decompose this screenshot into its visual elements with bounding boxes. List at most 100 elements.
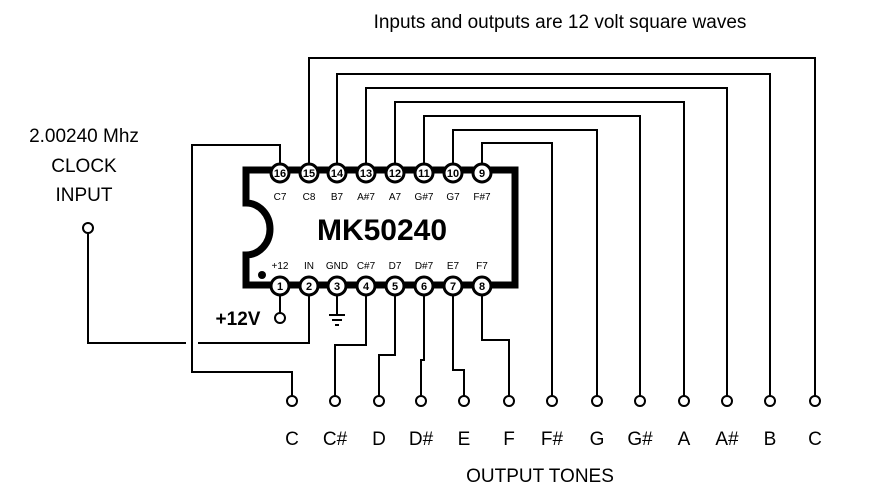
pin-label: GND <box>326 261 348 272</box>
pin-circle <box>471 162 493 184</box>
wire-c <box>191 144 293 396</box>
pin-label: D#7 <box>415 261 434 272</box>
pins: 16C715C814B713A#712A711G#710G79F#71+122I… <box>269 162 493 297</box>
pin-number: 8 <box>479 281 485 293</box>
output-terminal <box>678 395 690 407</box>
pin-label: F7 <box>476 261 488 272</box>
clock-label: CLOCK <box>51 156 117 177</box>
pin-label: G7 <box>446 192 460 203</box>
pin-number: 15 <box>303 168 315 180</box>
pin-circle <box>298 275 320 297</box>
pin-number: 16 <box>274 168 286 180</box>
clock-input-terminal <box>82 222 94 234</box>
output-terminal <box>591 395 603 407</box>
pin-label: E7 <box>447 261 460 272</box>
output-tone-label: E <box>458 429 471 450</box>
output-tone-label: B <box>764 429 777 450</box>
pin1-dot <box>258 271 266 279</box>
clock-frequency-label: 2.00240 Mhz <box>29 126 139 147</box>
output-tone-label: G <box>590 429 605 450</box>
output-terminal <box>458 395 470 407</box>
wire-d <box>378 295 396 396</box>
supply-terminal <box>274 312 286 324</box>
pin-number: 10 <box>447 168 459 180</box>
pin-circle <box>269 275 291 297</box>
pin-label: B7 <box>331 192 344 203</box>
wire-f <box>481 295 510 396</box>
pin-number: 4 <box>363 281 370 293</box>
output-tone-label: C <box>808 429 822 450</box>
pin-number: 2 <box>306 281 312 293</box>
output-terminal <box>286 395 298 407</box>
wire-top-output <box>394 101 685 396</box>
output-terminal <box>329 395 341 407</box>
clock-input-label: INPUT <box>56 185 113 206</box>
pin-label: A#7 <box>357 192 375 203</box>
output-terminal <box>415 395 427 407</box>
pin-number: 6 <box>421 281 427 293</box>
pin-label: G#7 <box>415 192 434 203</box>
pin-label: A7 <box>389 192 402 203</box>
output-terminal <box>809 395 821 407</box>
output-tone-label: F# <box>541 429 564 450</box>
wire-clock-b <box>198 295 310 344</box>
pin-circle <box>326 162 348 184</box>
pin-label: F#7 <box>473 192 491 203</box>
wire-top-output <box>308 57 816 396</box>
pin-label: +12 <box>272 261 289 272</box>
output-terminal <box>503 395 515 407</box>
output-tone-label: C <box>285 429 299 450</box>
pin-circle <box>442 162 464 184</box>
pin-circle <box>384 162 406 184</box>
pin-circle <box>269 162 291 184</box>
pin-number: 1 <box>277 281 283 293</box>
pin-circle <box>298 162 320 184</box>
pin-number: 9 <box>479 168 485 180</box>
pin-circle <box>326 275 348 297</box>
output-tone-label: F <box>503 429 515 450</box>
pin-number: 5 <box>392 281 398 293</box>
output-terminal <box>373 395 385 407</box>
wires <box>82 57 816 396</box>
ic-chip: MK50240 <box>242 166 519 289</box>
pin-label: D7 <box>389 261 402 272</box>
pin-circle <box>355 162 377 184</box>
pin-number: 14 <box>331 168 344 180</box>
diagram-title: Inputs and outputs are 12 volt square wa… <box>374 12 747 33</box>
pin-label: IN <box>304 261 314 272</box>
wire-csharp <box>334 295 367 396</box>
pin-circle <box>442 275 464 297</box>
pin-circle <box>355 275 377 297</box>
wire-top-output <box>336 73 771 396</box>
output-tone-label: A <box>678 429 691 450</box>
pin-number: 11 <box>418 168 430 180</box>
output-tones-label: OUTPUT TONES <box>466 466 614 487</box>
output-tone-label: D <box>372 429 386 450</box>
wire-dsharp <box>420 295 425 396</box>
pin-number: 13 <box>360 168 372 180</box>
output-terminal <box>634 395 646 407</box>
pin-label: C7 <box>274 192 287 203</box>
wire-top-output <box>365 87 728 396</box>
pin-label: C#7 <box>357 261 376 272</box>
output-terminal <box>546 395 558 407</box>
wire-top-output <box>452 129 598 396</box>
pin-circle <box>413 162 435 184</box>
output-tone-label: C# <box>323 429 348 450</box>
wire-clock-a <box>87 233 186 344</box>
output-tone-label: G# <box>627 429 653 450</box>
pin-circle <box>413 275 435 297</box>
pin-circle <box>471 275 493 297</box>
wire-e <box>452 295 465 396</box>
chip-body <box>242 166 519 289</box>
supply-label: +12V <box>216 309 261 330</box>
chip-name: MK50240 <box>317 214 447 247</box>
wire-top-output <box>423 115 641 396</box>
pin-label: C8 <box>303 192 316 203</box>
output-terminal <box>764 395 776 407</box>
output-tone-label: A# <box>715 429 739 450</box>
pin-number: 3 <box>334 281 340 293</box>
pin-circle <box>384 275 406 297</box>
